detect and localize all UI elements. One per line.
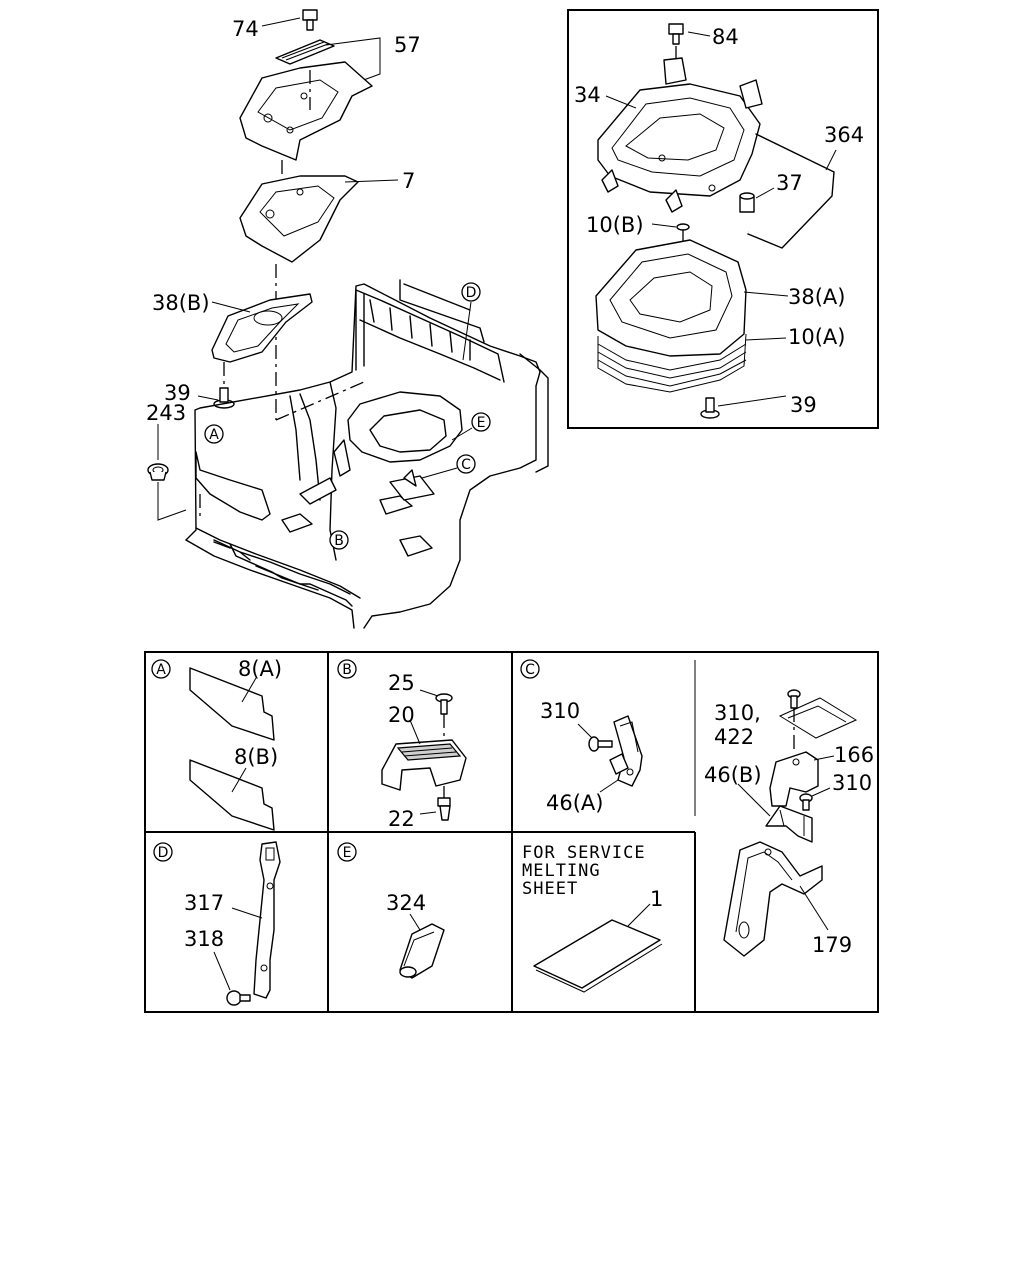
callout-310-422-b: 422 [714, 725, 754, 749]
marker-b: B [329, 530, 349, 550]
holder-34 [597, 57, 763, 213]
step-20 [381, 739, 467, 791]
marker-c: C [456, 454, 476, 474]
callout-20: 20 [388, 703, 415, 727]
clip-39-box [700, 397, 720, 419]
callout-57: 57 [394, 33, 421, 57]
grommet-243 [147, 463, 169, 481]
cover-7 [239, 175, 359, 263]
svg-text:E: E [343, 845, 352, 861]
svg-text:B: B [334, 533, 344, 549]
note-line-1: FOR SERVICE [522, 843, 646, 863]
svg-text:D: D [466, 285, 477, 301]
callout-1: 1 [650, 887, 663, 911]
detail-b: B 25 20 22 [337, 659, 467, 831]
pad-10b [676, 223, 690, 231]
bolt-84 [668, 23, 684, 45]
nut-37 [739, 192, 755, 213]
tray-38b [211, 293, 313, 363]
svg-text:C: C [461, 457, 471, 473]
detail-e: E 324 [337, 842, 445, 979]
detail-c: C 310 46(A) [520, 659, 643, 815]
bracket-166 [769, 751, 819, 807]
callout-46b: 46(B) [704, 763, 762, 787]
callout-179: 179 [812, 933, 852, 957]
marker-d: D [461, 282, 481, 302]
rod-364 [747, 133, 835, 249]
callout-243: 243 [146, 401, 186, 425]
callout-39: 39 [164, 381, 191, 405]
clip-324 [399, 923, 445, 979]
callout-310-422-a: 310, [714, 701, 761, 725]
svg-text:E: E [477, 415, 486, 431]
callout-34: 34 [574, 83, 601, 107]
callout-22: 22 [388, 807, 415, 831]
main-exploded-view: 74 57 7 [146, 9, 549, 629]
clip-39 [213, 387, 235, 409]
bracket-179 [723, 841, 823, 957]
strip-57 [275, 39, 335, 65]
bracket-46b [765, 805, 813, 843]
svg-text:C: C [525, 662, 535, 678]
svg-text:A: A [156, 662, 166, 678]
bracket-317 [253, 841, 281, 999]
bolt-310-422 [787, 689, 801, 709]
svg-text:D: D [158, 845, 169, 861]
floor-panel [185, 279, 549, 629]
screw-318 [226, 990, 251, 1006]
callout-310b: 310 [832, 771, 872, 795]
tray-38a [595, 239, 747, 393]
bolt-25 [435, 693, 453, 715]
callout-39-box: 39 [790, 393, 817, 417]
callout-46a: 46(A) [546, 791, 603, 815]
callout-10b: 10(B) [586, 213, 644, 237]
detail-service-sheet: FOR SERVICE MELTING SHEET 1 [522, 843, 663, 993]
battery-tray-box: 84 34 364 37 [567, 9, 879, 429]
clip-22 [437, 797, 451, 821]
bolt-310b [799, 793, 813, 811]
callout-318: 318 [184, 927, 224, 951]
note-line-2: MELTING [522, 861, 601, 881]
cover-57 [239, 61, 373, 161]
callout-8a: 8(A) [238, 657, 282, 681]
marker-a: A [204, 424, 224, 444]
detail-d: D 317 318 [153, 841, 281, 1006]
callout-364: 364 [824, 123, 864, 147]
callout-38b: 38(B) [152, 291, 210, 315]
callout-8b: 8(B) [234, 745, 278, 769]
svg-text:A: A [209, 427, 219, 443]
callout-317: 317 [184, 891, 224, 915]
bracket-46a [609, 715, 643, 787]
callout-84: 84 [712, 25, 739, 49]
note-line-3: SHEET [522, 879, 578, 899]
detail-grid: A 8(A) 8(B) B 25 20 [144, 651, 879, 1013]
callout-166: 166 [834, 743, 874, 767]
marker-e: E [471, 412, 491, 432]
bolt-310 [588, 736, 613, 752]
callout-38a: 38(A) [788, 285, 845, 309]
callout-324: 324 [386, 891, 426, 915]
callout-74: 74 [232, 17, 259, 41]
callout-7: 7 [402, 169, 415, 193]
bolt-74 [302, 9, 318, 31]
callout-10a: 10(A) [788, 325, 845, 349]
detail-bracket-179: 310, 422 166 310 46(B) [704, 689, 874, 957]
callout-25: 25 [388, 671, 415, 695]
callout-310: 310 [540, 699, 580, 723]
callout-37: 37 [776, 171, 803, 195]
svg-text:B: B [342, 662, 352, 678]
detail-a: A 8(A) 8(B) [151, 657, 282, 831]
